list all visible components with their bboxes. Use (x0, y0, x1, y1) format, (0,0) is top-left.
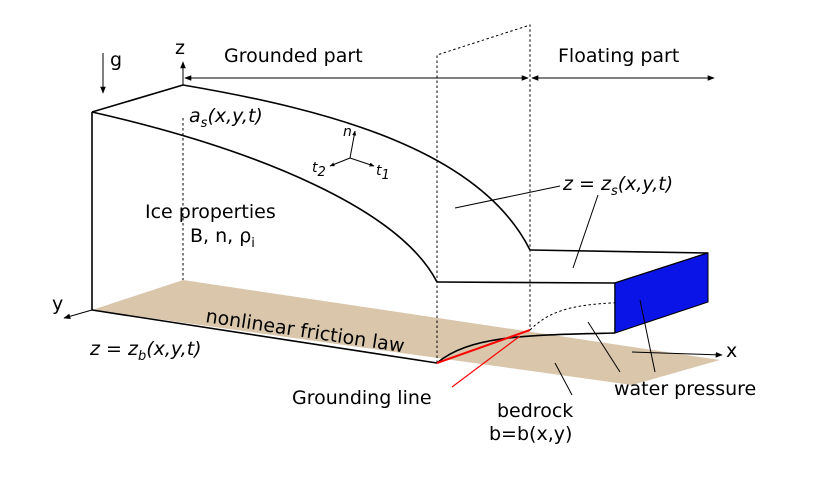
glacier-top-back-edge (91, 84, 184, 113)
grounding-plane (436, 24, 531, 363)
x-axis (631, 351, 723, 358)
y-axis (63, 309, 93, 319)
normal-vector (349, 130, 357, 159)
t1-label: t1 (376, 163, 390, 183)
tangent-t1-vector (349, 157, 375, 167)
water-face-outline (614, 252, 709, 334)
grounding-line-label: Grounding line (292, 387, 432, 409)
gravity-label: g (110, 49, 122, 71)
water-face (615, 253, 708, 333)
shelf-hidden-bottom (529, 301, 709, 331)
bedrock-label: bedrock (497, 400, 573, 422)
base-equation-label: z = zb(x,y,t) (89, 338, 202, 364)
x-axis-label: x (726, 340, 737, 362)
grounded-part-label: Grounded part (224, 45, 363, 67)
shelf-top-front-edge (436, 281, 616, 284)
surface-front-curve (91, 111, 438, 283)
grounding-line (436, 329, 531, 364)
water-pressure-label: water pressure (614, 378, 756, 400)
floating-part-label: Floating part (558, 45, 679, 67)
bedrock-equation-label: b=b(x,y) (489, 423, 572, 445)
y-axis-label: y (52, 293, 63, 315)
surface-equation-label: z = zs(x,y,t) (562, 173, 673, 199)
water-leader-2 (639, 299, 656, 373)
accumulation-label: as(x,y,t) (189, 105, 263, 131)
glacier-base-edge (91, 309, 438, 364)
surface-leader (454, 185, 561, 209)
tangent-t2-vector (329, 157, 351, 167)
normal-label: n (343, 124, 352, 140)
bedrock-leader (554, 362, 573, 396)
water-leader-1 (587, 321, 621, 373)
z-axis-label: z (175, 37, 185, 59)
ice-properties-label: Ice properties (145, 201, 276, 223)
ice-params-label: B, n, ρi (190, 225, 255, 251)
surface-back-curve (182, 84, 531, 251)
shelf-top-back-edge (529, 249, 709, 254)
t2-label: t2 (312, 160, 326, 180)
grounding-line-pointer (451, 335, 521, 388)
shelf-surface-leader (572, 194, 599, 269)
bedrock-surface (92, 280, 720, 385)
